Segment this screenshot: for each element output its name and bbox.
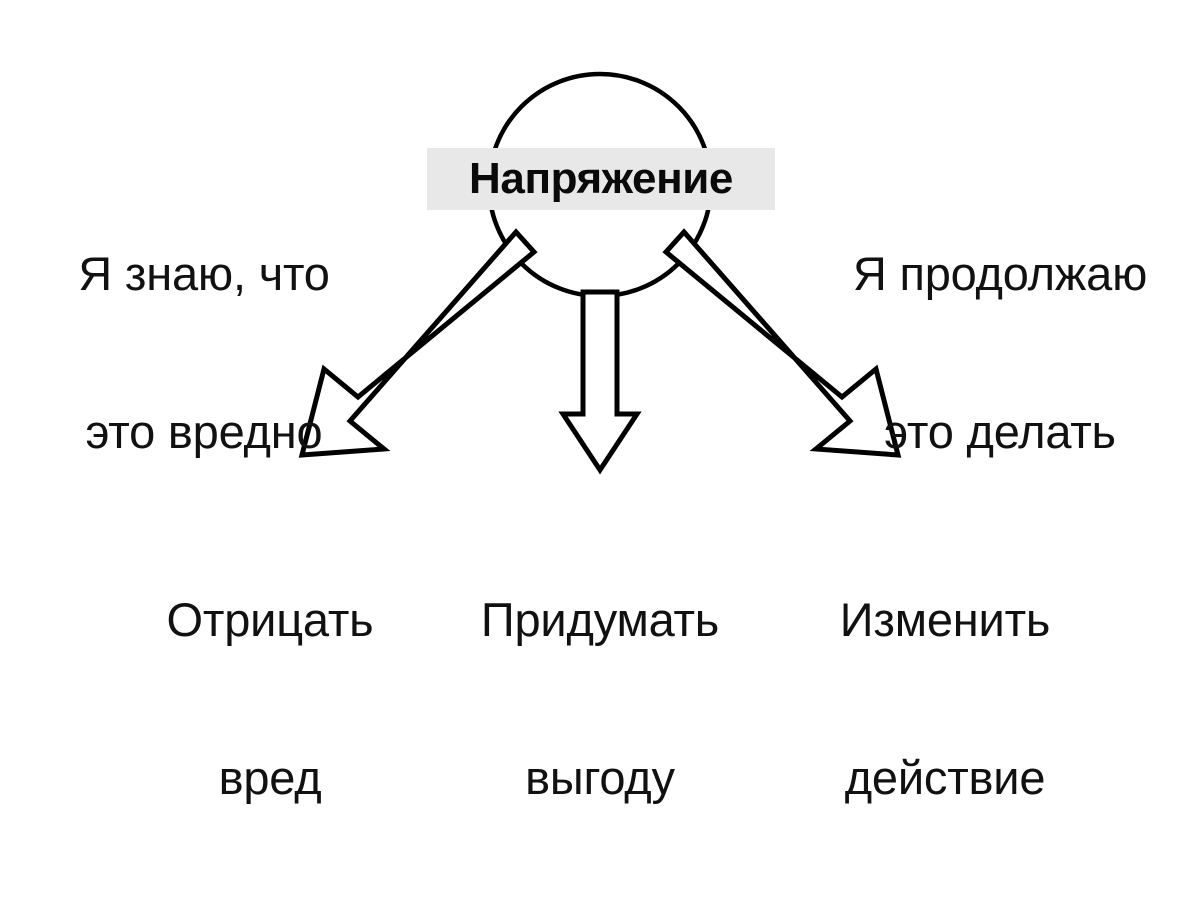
tension-node-label-text: Напряжение [469,154,733,204]
premise-left-text: Я знаю, что это вредно [28,143,380,564]
outcome-benefit-text: Придумать выгоду [440,489,760,910]
arrow-right[interactable] [662,228,902,458]
premise-right-line1: Я продолжаю [852,247,1148,301]
outcome-deny-line2: вред [218,751,322,805]
outcome-deny-text: Отрицать вред [120,489,420,910]
tension-node-label[interactable]: Напряжение [427,148,775,210]
outcome-benefit-line2: выгоду [525,751,675,805]
arrow-left[interactable] [298,228,538,458]
outcome-change-line1: Изменить [839,593,1051,647]
outcome-benefit-line1: Придумать [480,593,720,647]
outcome-deny-line1: Отрицать [166,593,374,647]
arrow-center[interactable] [558,289,642,475]
premise-left-line2: это вредно [85,405,323,459]
premise-right-line2: это делать [884,405,1116,459]
premise-right-text: Я продолжаю это делать [820,143,1180,564]
outcome-change-line2: действие [844,751,1046,805]
outcome-change-text: Изменить действие [780,489,1110,910]
premise-left-line1: Я знаю, что [78,247,330,301]
diagram-canvas: Я знаю, что это вредно Я продолжаю это д… [28,71,1180,804]
